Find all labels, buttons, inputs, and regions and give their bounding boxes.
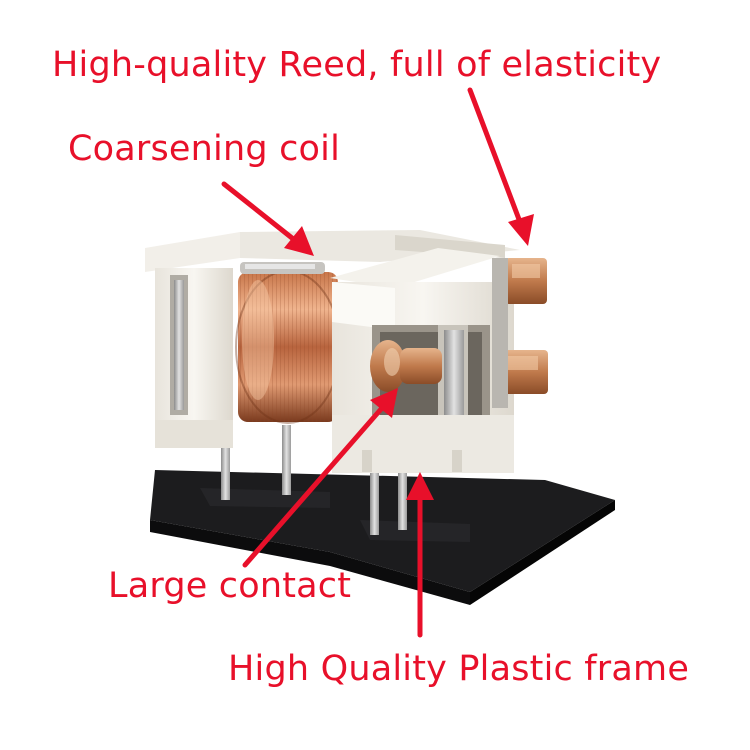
black-base [150, 470, 615, 605]
coil-callout: Coarsening coil [68, 129, 340, 169]
contact-callout: Large contact [108, 566, 352, 606]
pointer-arrows [221, 87, 534, 638]
left-frame [145, 232, 240, 448]
pins [221, 425, 407, 535]
reed-callout: High-quality Reed, full of elasticity [52, 45, 662, 85]
copper-coil [235, 262, 341, 424]
frame-callout: High Quality Plastic frame [228, 649, 690, 689]
reed-terminals [492, 258, 548, 408]
contact [370, 340, 442, 392]
